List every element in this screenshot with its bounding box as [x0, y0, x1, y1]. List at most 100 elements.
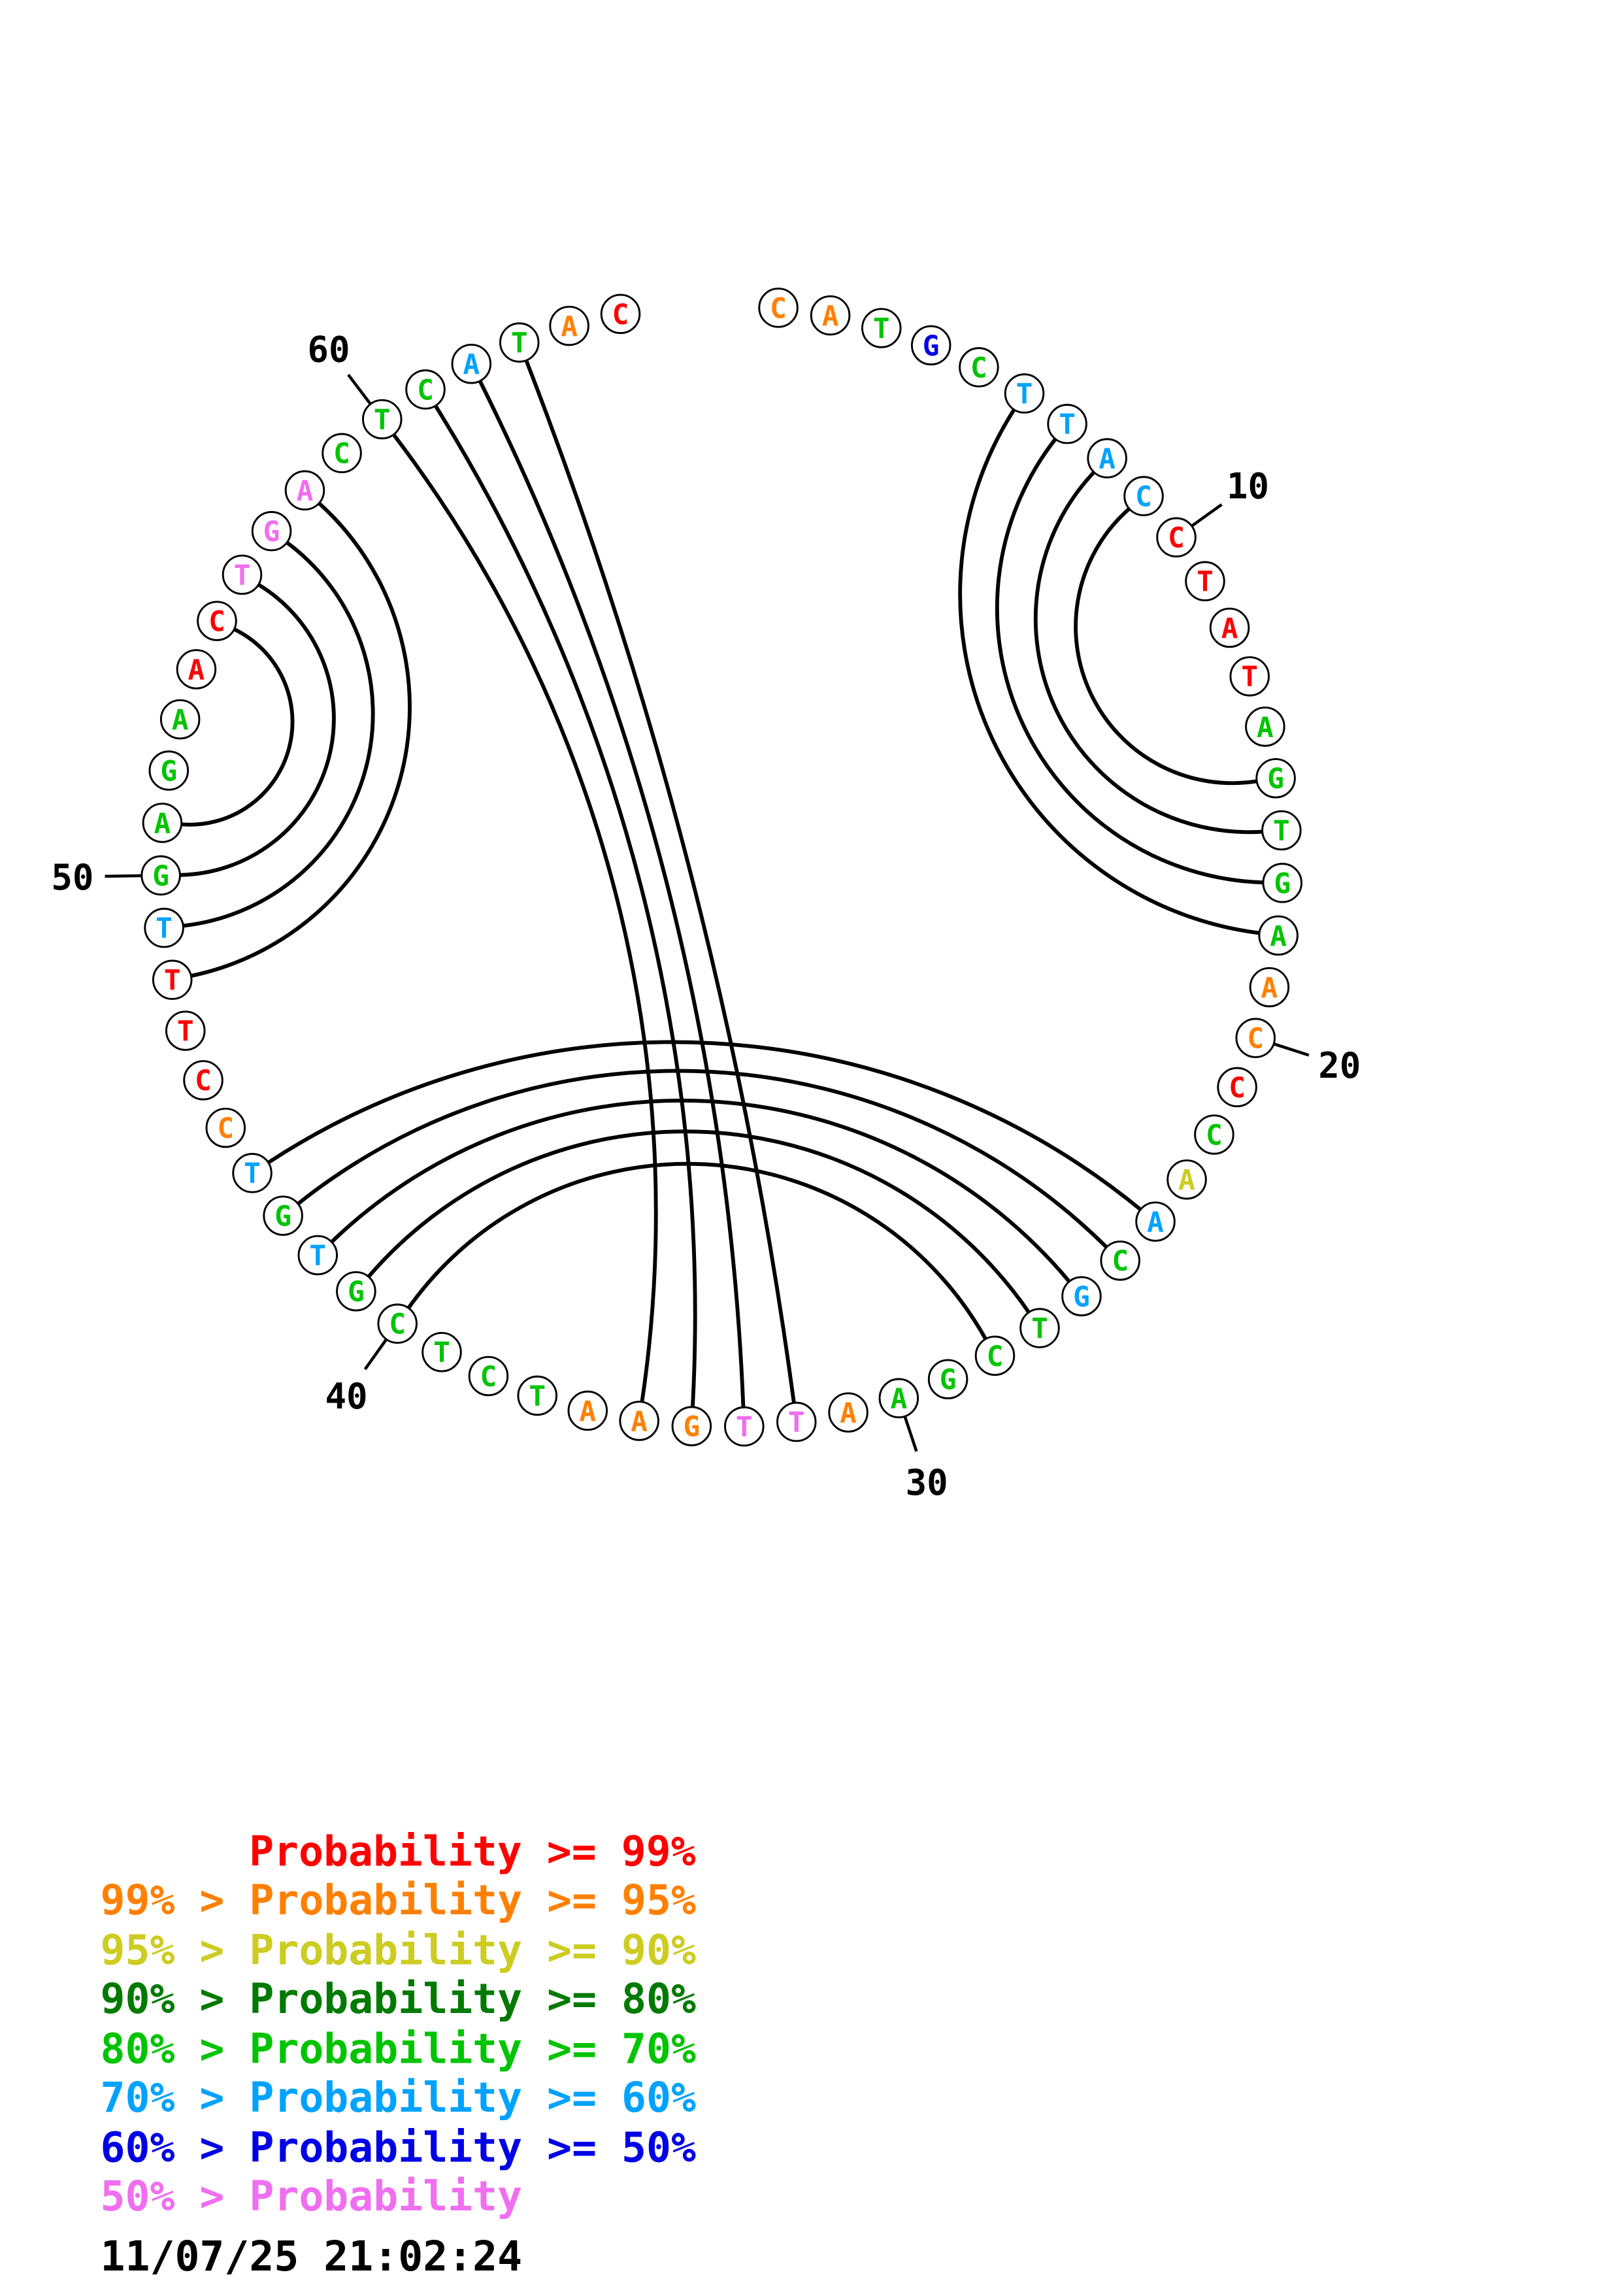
nucleotide: A: [810, 295, 851, 336]
nucleotide-base: T: [1059, 408, 1076, 441]
nucleotide: C: [468, 1356, 509, 1397]
nucleotide-base: T: [177, 1016, 194, 1048]
nucleotide-circle: [451, 343, 492, 384]
nucleotide-circle: [1262, 863, 1303, 903]
nucleotide-base: A: [822, 300, 839, 333]
nucleotide: T: [1004, 373, 1045, 414]
nucleotide: G: [671, 1406, 712, 1446]
nucleotide-circle: [1245, 707, 1285, 747]
nucleotide-base: A: [1178, 1164, 1195, 1197]
nucleotide-circle: [1135, 1201, 1176, 1242]
nucleotide-base: C: [1112, 1245, 1129, 1278]
nucleotide-circle: [878, 1378, 919, 1419]
basepair-arc: [433, 403, 697, 1409]
nucleotide: A: [1135, 1201, 1176, 1242]
nucleotide-circle: [1229, 656, 1270, 697]
nucleotide-base: A: [1147, 1206, 1164, 1239]
basepair-arc: [179, 627, 295, 827]
nucleotide-circle: [468, 1356, 509, 1397]
nucleotide-circle: [232, 1153, 273, 1193]
basepair-arc: [366, 1129, 1031, 1314]
nucleotide: G: [148, 750, 190, 791]
nucleotide-circle: [671, 1406, 712, 1446]
nucleotide-circle: [974, 1335, 1016, 1376]
nucleotide-circle: [959, 347, 999, 388]
nucleotide-circle: [297, 1235, 339, 1276]
basepair-arcs: [178, 358, 1265, 1410]
nucleotide: T: [1047, 403, 1087, 444]
nucleotide-circle: [499, 322, 540, 363]
nucleotide-circle: [322, 433, 362, 474]
nucleotide: A: [159, 699, 201, 740]
nucleotide-circle: [336, 1271, 376, 1312]
nucleotide-circle: [152, 959, 193, 1000]
nucleotide: G: [927, 1359, 968, 1399]
nucleotide: A: [1209, 607, 1250, 648]
nucleotide-base: T: [374, 404, 391, 437]
nucleotide: A: [567, 1390, 608, 1431]
nucleotide-base: C: [1206, 1119, 1223, 1152]
nucleotide: A: [1087, 438, 1127, 478]
nucleotide-base: T: [1273, 815, 1290, 848]
nucleotide: T: [422, 1331, 462, 1373]
nucleotide-base: A: [172, 704, 189, 737]
nucleotide: G: [1255, 757, 1296, 799]
nucleotide-circle: [927, 1359, 968, 1399]
nucleotide-circle: [1217, 1067, 1257, 1108]
basepair-arc: [181, 541, 375, 928]
nucleotide-circle: [600, 293, 641, 335]
nucleotide-circle: [422, 1331, 462, 1373]
nucleotide-circle: [141, 855, 181, 896]
nucleotide-base: G: [1073, 1281, 1090, 1314]
nucleotide-base: A: [154, 807, 171, 840]
nucleotide-circle: [1123, 476, 1164, 516]
nucleotide: G: [336, 1271, 376, 1312]
nucleotide-base: G: [263, 516, 280, 548]
nucleotide-base: T: [1016, 378, 1033, 410]
position-label: 10: [1227, 465, 1269, 507]
nucleotide-base: C: [217, 1112, 234, 1145]
position-label-line: [347, 374, 372, 405]
position-label: 60: [307, 329, 350, 370]
nucleotide-base: C: [208, 606, 225, 639]
nucleotide: G: [1061, 1276, 1102, 1317]
nucleotide-circle: [1255, 757, 1296, 799]
nucleotide: A: [1258, 915, 1298, 956]
nucleotide: C: [1217, 1067, 1257, 1108]
nucleotide: T: [362, 399, 403, 440]
position-label-line: [363, 1338, 388, 1371]
nucleotide: T: [517, 1375, 557, 1416]
nucleotide: T: [1261, 810, 1302, 851]
nucleotide: A: [142, 803, 183, 843]
nucleotide-base: C: [389, 1308, 406, 1341]
nucleotide-circle: [549, 305, 589, 346]
nucleotide-base: A: [1099, 443, 1116, 476]
nucleotide: T: [152, 959, 193, 1000]
nucleotide-circle: [362, 399, 403, 440]
nucleotide-circle: [1258, 915, 1298, 956]
nucleotide-circle: [1166, 1159, 1207, 1200]
nucleotide-base: C: [333, 438, 350, 471]
position-label: 40: [325, 1376, 367, 1417]
nucleotide-circle: [251, 510, 292, 552]
position-label-line: [903, 1416, 918, 1452]
nucleotide-base: T: [1197, 566, 1214, 599]
nucleotide: C: [1235, 1018, 1276, 1058]
position-label: 50: [51, 857, 93, 898]
nucleotide-base: T: [1031, 1312, 1048, 1345]
nucleotide-circle: [159, 699, 201, 740]
nucleotide-circle: [1100, 1240, 1140, 1281]
nucleotide-circle: [1235, 1018, 1276, 1058]
legend-line-p60: 70% > Probability >= 60%: [101, 2073, 696, 2121]
nucleotide: C: [1156, 517, 1197, 557]
nucleotide: G: [1262, 863, 1303, 903]
basepair-arc: [958, 407, 1262, 935]
nucleotide-base: G: [152, 860, 169, 893]
nucleotide-base: C: [1247, 1023, 1264, 1056]
nucleotide-base: A: [1257, 711, 1274, 744]
nucleotide-base: T: [529, 1380, 546, 1413]
nucleotide-base: T: [164, 965, 181, 997]
nucleotide: A: [451, 343, 492, 384]
nucleotide: C: [197, 601, 237, 641]
